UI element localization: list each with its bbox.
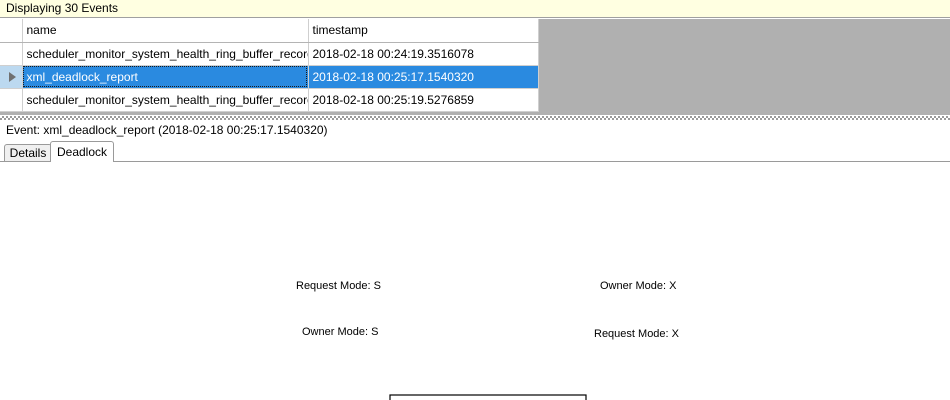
table-header-row: name timestamp: [0, 19, 539, 43]
cell-event-name[interactable]: xml_deadlock_report: [22, 65, 309, 89]
column-header-selector: [0, 19, 23, 43]
edge-label-owner-mode-s: Owner Mode: S: [302, 326, 378, 338]
events-table[interactable]: name timestamp scheduler_monitor_system_…: [0, 19, 539, 112]
edge-label-request-mode-x: Request Mode: X: [594, 328, 680, 340]
cell-event-name[interactable]: scheduler_monitor_system_health_ring_buf…: [22, 88, 309, 112]
event-detail-header: Event: xml_deadlock_report (2018-02-18 0…: [0, 121, 950, 139]
row-selector-cell[interactable]: [0, 65, 23, 89]
row-selector-cell[interactable]: [0, 88, 23, 112]
table-row[interactable]: scheduler_monitor_system_health_ring_buf…: [0, 42, 539, 66]
resource-node-top[interactable]: Key Lock HoBt ID: 72057594214154240 asso…: [381, 394, 595, 400]
table-row-selected[interactable]: xml_deadlock_report 2018-02-18 00:25:17.…: [0, 65, 539, 89]
cell-event-timestamp[interactable]: 2018-02-18 00:25:17.1540320: [308, 65, 539, 89]
events-grid[interactable]: name timestamp scheduler_monitor_system_…: [0, 19, 950, 115]
column-header-name[interactable]: name: [22, 19, 309, 43]
tab-details[interactable]: Details: [4, 144, 52, 162]
row-selector-cell[interactable]: [0, 42, 23, 66]
edge-label-owner-mode-x: Owner Mode: X: [600, 280, 677, 292]
edge-owner-mode-x: Owner Mode: X: [600, 280, 677, 292]
tab-deadlock[interactable]: Deadlock: [50, 141, 114, 162]
tab-strip: Details Deadlock: [0, 141, 950, 162]
deadlock-graph-pane[interactable]: Request Mode: S Owner Mode: X Owner Mode…: [0, 161, 950, 400]
events-count-banner: Displaying 30 Events: [0, 0, 950, 18]
cell-event-timestamp[interactable]: 2018-02-18 00:24:19.3516078: [308, 42, 539, 66]
edge-owner-mode-s: Owner Mode: S: [302, 326, 378, 338]
edge-request-mode-s: Request Mode: S: [296, 280, 381, 292]
row-selector-triangle-icon: [9, 71, 17, 82]
column-header-timestamp[interactable]: timestamp: [308, 19, 539, 43]
deadlock-graph: Request Mode: S Owner Mode: X Owner Mode…: [296, 280, 680, 400]
table-row[interactable]: scheduler_monitor_system_health_ring_buf…: [0, 88, 539, 112]
edge-label-request-mode-s: Request Mode: S: [296, 280, 381, 292]
edge-request-mode-x: Request Mode: X: [594, 328, 680, 340]
cell-event-name[interactable]: scheduler_monitor_system_health_ring_buf…: [22, 42, 309, 66]
cell-event-timestamp[interactable]: 2018-02-18 00:25:19.5276859: [308, 88, 539, 112]
horizontal-splitter[interactable]: [0, 115, 950, 120]
